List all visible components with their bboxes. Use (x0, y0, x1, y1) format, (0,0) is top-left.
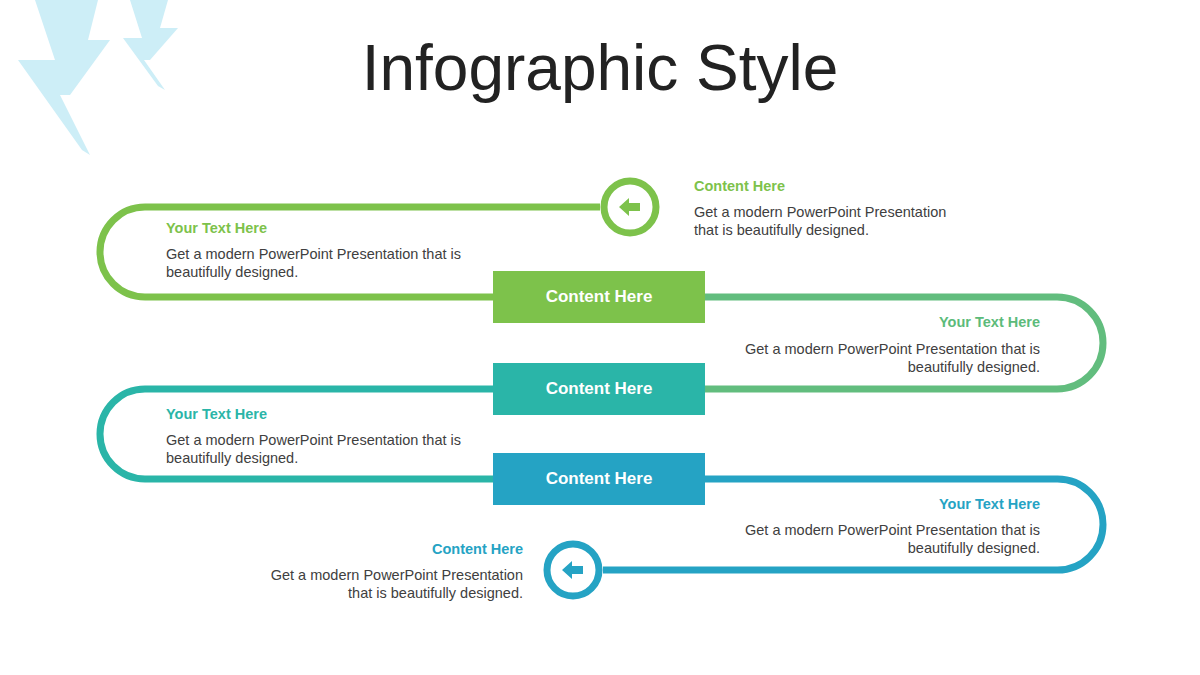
arrow-icon (562, 561, 583, 579)
circle-ring (547, 544, 599, 596)
content-box: Content Here (493, 271, 705, 323)
box-label: Content Here (546, 379, 653, 399)
side-text: Content HereGet a modern PowerPoint Pres… (694, 177, 974, 239)
content-box: Content Here (493, 453, 705, 505)
text-description: Get a modern PowerPoint Presentation tha… (166, 431, 471, 467)
heading: Content Here (243, 540, 523, 558)
side-text: Content HereGet a modern PowerPoint Pres… (243, 540, 523, 602)
text-heading: Your Text Here (735, 495, 1040, 513)
title: Infographic Style (0, 28, 1200, 108)
connector (100, 389, 493, 479)
connector (705, 297, 1103, 389)
description: Get a modern PowerPoint Presentation tha… (694, 203, 974, 239)
lightning-bolt (18, 0, 110, 155)
text-heading: Your Text Here (166, 219, 471, 237)
lightning-bolt (123, 0, 178, 90)
text-heading: Your Text Here (166, 405, 471, 423)
content-box: Content Here (493, 363, 705, 415)
description: Get a modern PowerPoint Presentation tha… (243, 566, 523, 602)
text-description: Get a modern PowerPoint Presentation tha… (735, 521, 1040, 557)
circle-ring (604, 181, 656, 233)
arrow-icon (619, 198, 640, 216)
arrow-circle: Content HereGet a modern PowerPoint Pres… (600, 177, 660, 237)
box-label: Content Here (546, 287, 653, 307)
box-label: Content Here (546, 469, 653, 489)
heading: Content Here (694, 177, 974, 195)
circle-outline (543, 540, 603, 600)
text-description: Get a modern PowerPoint Presentation tha… (735, 340, 1040, 376)
text-heading: Your Text Here (735, 313, 1040, 331)
text-description: Get a modern PowerPoint Presentation tha… (166, 245, 471, 281)
arrow-circle: Content HereGet a modern PowerPoint Pres… (543, 540, 603, 600)
circle-outline (600, 177, 660, 237)
